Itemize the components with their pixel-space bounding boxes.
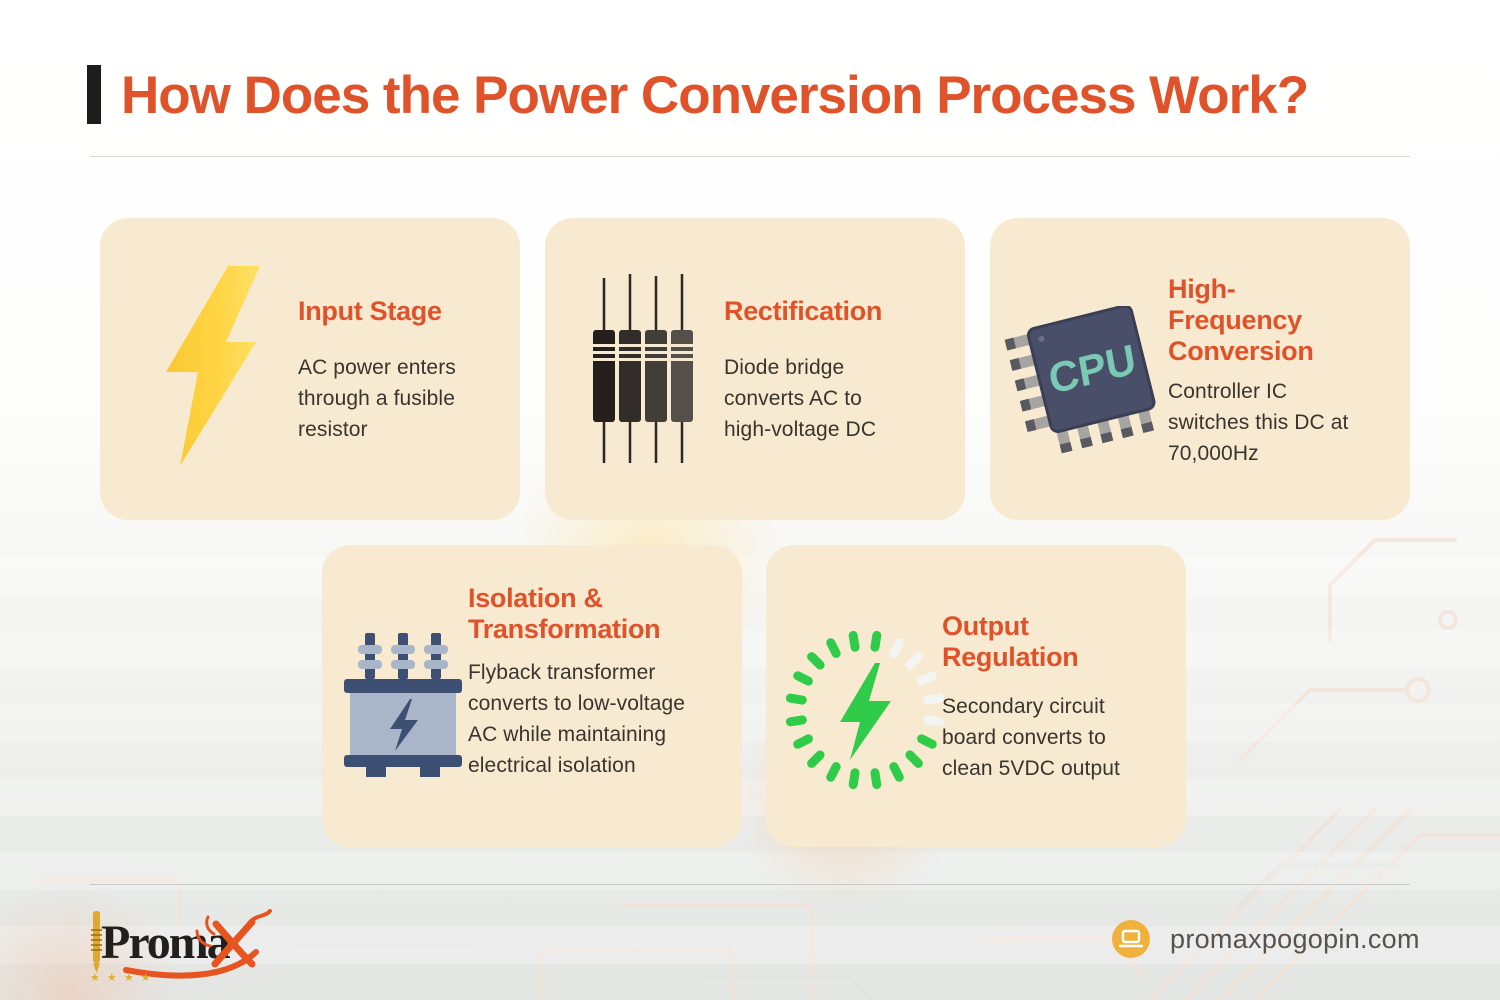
- card-isolation-transformation: Isolation & Transformation Flyback trans…: [322, 545, 742, 847]
- card-body: Secondary circuit board converts to clea…: [942, 695, 1120, 780]
- promax-logo: Proma ★ ★ ★ ★: [84, 906, 274, 986]
- card-heading: Input Stage: [298, 296, 442, 326]
- title-accent-bar: [87, 65, 101, 124]
- diode-bridge-icon: [590, 268, 700, 473]
- website-link[interactable]: promaxpogopin.com: [1170, 923, 1420, 954]
- card-heading: Isolation & Transformation: [468, 583, 661, 644]
- header-divider: [90, 156, 1410, 157]
- transformer-icon: [338, 631, 468, 786]
- logo-pin-icon: [91, 911, 102, 973]
- laptop-icon: [1112, 920, 1150, 958]
- card-input-stage: Input Stage AC power enters through a fu…: [100, 218, 520, 520]
- card-body: Flyback transformer converts to low-volt…: [468, 661, 686, 777]
- website-badge: promaxpogopin.com: [1112, 920, 1420, 958]
- card-body: Diode bridge converts AC to high-voltage…: [724, 356, 877, 441]
- card-body: Controller IC switches this DC at 70,000…: [1168, 380, 1349, 465]
- card-body: AC power enters through a fusible resist…: [298, 356, 456, 441]
- cpu-chip-icon: CPU: [1000, 304, 1168, 461]
- card-heading: High-Frequency Conversion: [1168, 274, 1314, 366]
- card-rectification: Rectification Diode bridge converts AC t…: [545, 218, 965, 520]
- logo-stars: ★ ★ ★ ★: [90, 972, 153, 984]
- logo-phoenix-icon: [123, 909, 272, 979]
- charging-bolt-icon: [780, 625, 950, 800]
- lightning-bolt-icon: [142, 260, 292, 477]
- card-output-regulation: Output Regulation Secondary circuit boar…: [766, 545, 1186, 847]
- page-title: How Does the Power Conversion Process Wo…: [121, 66, 1309, 125]
- card-heading: Output Regulation: [942, 611, 1079, 672]
- card-heading: Rectification: [724, 296, 883, 326]
- footer-divider: [90, 884, 1410, 885]
- card-high-frequency-conversion: CPU High-Frequency Conversion Controller…: [990, 218, 1410, 520]
- logo-text: Proma: [101, 916, 231, 969]
